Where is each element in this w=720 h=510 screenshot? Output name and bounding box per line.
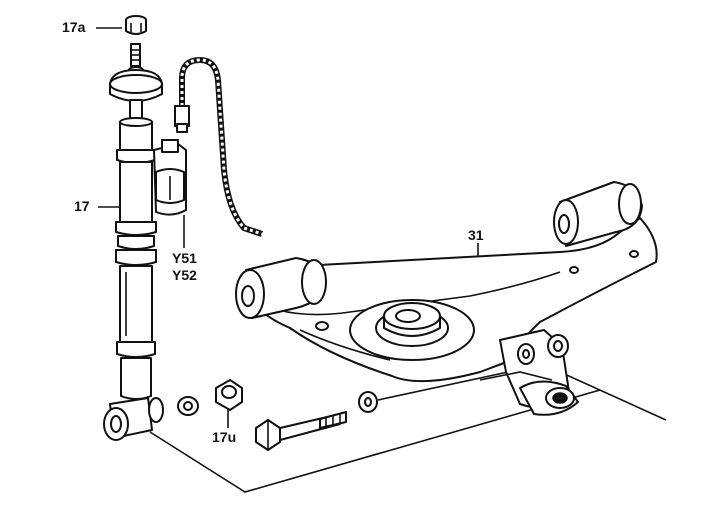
- assembly-line-right: [559, 371, 667, 421]
- valve-y51-y52: [153, 139, 187, 216]
- wire-harness: [174, 56, 263, 237]
- assembly-line-lower: [149, 389, 601, 493]
- label-17u: 17u: [212, 429, 237, 445]
- bolt: [255, 411, 347, 451]
- label-y52: Y52: [172, 267, 197, 283]
- strut-17: [103, 66, 164, 441]
- assembly-line-bolt: [377, 371, 509, 401]
- label-y51: Y51: [172, 250, 197, 266]
- washer-bolt: [358, 391, 378, 413]
- washer-left: [177, 396, 199, 416]
- control-arm-31: [235, 181, 658, 416]
- nut-17u: [215, 379, 243, 411]
- label-31: 31: [468, 227, 484, 243]
- label-17: 17: [74, 198, 90, 214]
- label-17a: 17a: [62, 19, 86, 35]
- nut-17a: [125, 15, 147, 35]
- threaded-stud: [130, 43, 141, 67]
